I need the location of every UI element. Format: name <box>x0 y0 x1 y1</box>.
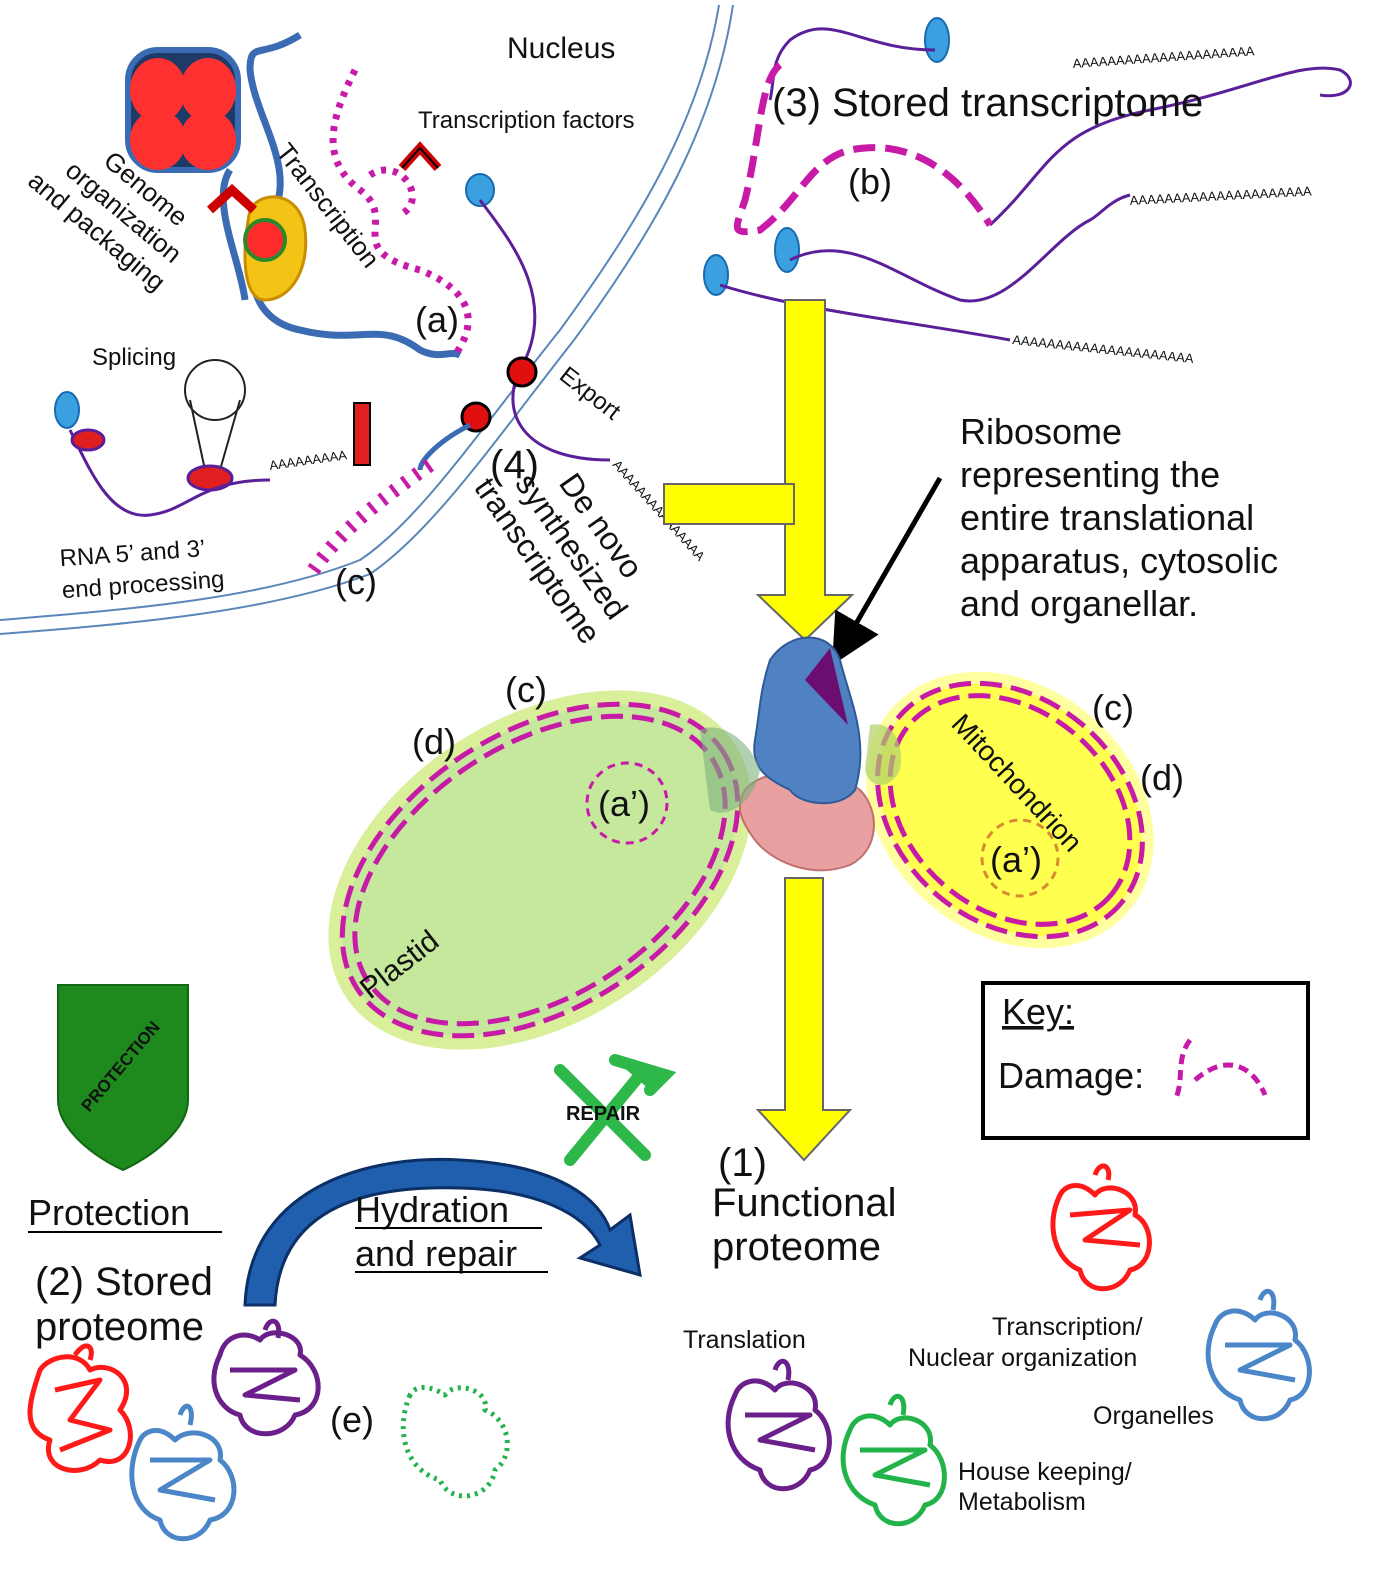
yellow-arrow-to-proteome <box>755 877 853 1162</box>
hydration-arrow <box>243 1157 642 1307</box>
export-pore-icon <box>506 356 538 388</box>
yellow-arrow-down <box>663 299 855 642</box>
translation-label: Translation <box>683 1326 806 1354</box>
nucleus-label: Nucleus <box>507 32 615 65</box>
splicing-label: Splicing <box>92 344 176 371</box>
protein-green-dotted <box>400 1385 510 1499</box>
de-novo-num-label: (4) <box>490 443 539 487</box>
e-label: (e) <box>330 1399 374 1440</box>
b-label: (b) <box>848 161 892 202</box>
stored-proteome-label-1: (2) Stored <box>35 1260 213 1304</box>
rna-polymerase-icon <box>243 195 308 302</box>
housekeeping-label-2: Metabolism <box>958 1488 1086 1516</box>
protein-blue-stored <box>129 1403 237 1542</box>
block-bar-icon <box>353 402 371 466</box>
protein-icons <box>27 1163 1312 1542</box>
protein-red-stored <box>27 1343 133 1473</box>
transcription-nuclear-label-1: Transcription/ <box>992 1313 1143 1341</box>
stored-transcriptome-label: (3) Stored transcriptome <box>772 81 1203 125</box>
polya-tail-5: AAAAAAAAA <box>268 447 348 473</box>
c-nucleus-label: (c) <box>335 561 377 602</box>
c-mito-label: (c) <box>1092 687 1134 728</box>
ribosome-label-3: entire translational <box>960 497 1254 538</box>
polya-tail-1: AAAAAAAAAAAAAAAAAAAAA <box>1072 43 1255 71</box>
protein-green-functional <box>840 1393 947 1527</box>
damage-key-symbol <box>1172 1038 1268 1102</box>
a-prime-mito-label: (a’) <box>990 839 1042 880</box>
organelles-label: Organelles <box>1093 1402 1214 1430</box>
ribosome-label-5: and organellar. <box>960 583 1198 624</box>
ribosome-label-1: Ribosome <box>960 411 1122 452</box>
damaged-exported-transcript <box>304 459 435 579</box>
hydration-label-2: and repair <box>355 1233 517 1274</box>
polya-tail-3: AAAAAAAAAAAAAAAAAAAAA <box>1012 332 1195 366</box>
functional-label-2: proteome <box>712 1225 881 1269</box>
c-plastid-label: (c) <box>505 669 547 710</box>
repair-icon <box>554 1054 677 1166</box>
d-mito-label: (d) <box>1140 757 1184 798</box>
functional-label-1: Functional <box>712 1181 897 1225</box>
protection-label: Protection <box>28 1192 190 1233</box>
housekeeping-label-1: House keeping/ <box>958 1458 1132 1486</box>
exported-transcript <box>417 422 472 471</box>
mitochondrion-organelle <box>866 671 1154 949</box>
export-label: Export <box>554 361 626 425</box>
dna-damage-strand <box>329 68 472 358</box>
ribosome-label-4: apparatus, cytosolic <box>960 540 1278 581</box>
key-box <box>981 981 1310 1140</box>
protein-purple-stored <box>211 1318 321 1437</box>
a-label: (a) <box>415 299 459 340</box>
a-prime-plastid-label: (a’) <box>598 783 650 824</box>
stored-proteome-label-2: proteome <box>35 1305 204 1349</box>
protection-shield-icon: PROTECTION <box>57 984 189 1172</box>
key-damage-label: Damage: <box>998 1055 1144 1096</box>
damaged-transcript-b <box>733 62 993 236</box>
nucleosome-icon <box>125 47 241 173</box>
key-title: Key: <box>1002 991 1074 1032</box>
protein-purple-functional <box>725 1358 832 1492</box>
d-plastid-label: (d) <box>412 721 456 762</box>
rna-processing-label-1: RNA 5’ and 3’ <box>59 535 206 572</box>
functional-num-label: (1) <box>718 1141 767 1185</box>
spliceosome-icon <box>68 359 271 517</box>
ribosome-pointer-arrow <box>832 476 943 666</box>
protein-blue-functional <box>1205 1288 1312 1422</box>
polya-tail-2: AAAAAAAAAAAAAAAAAAAAA <box>1129 183 1312 208</box>
protein-red-functional <box>1050 1163 1152 1292</box>
hydration-label-1: Hydration <box>355 1189 509 1230</box>
mrna-cap-icons <box>54 17 950 429</box>
nuclear-envelope <box>0 4 734 635</box>
ribosome-label-2: representing the <box>960 454 1220 495</box>
dna-strand-left <box>219 168 249 301</box>
ribosome-icon <box>700 636 901 872</box>
transcription-factors-label: Transcription factors <box>418 107 635 134</box>
transcription-factor-icon <box>398 141 442 172</box>
transcription-nuclear-label-2: Nuclear organization <box>908 1344 1137 1372</box>
chevron-up-icon <box>206 183 258 214</box>
repair-label: REPAIR <box>566 1103 641 1125</box>
